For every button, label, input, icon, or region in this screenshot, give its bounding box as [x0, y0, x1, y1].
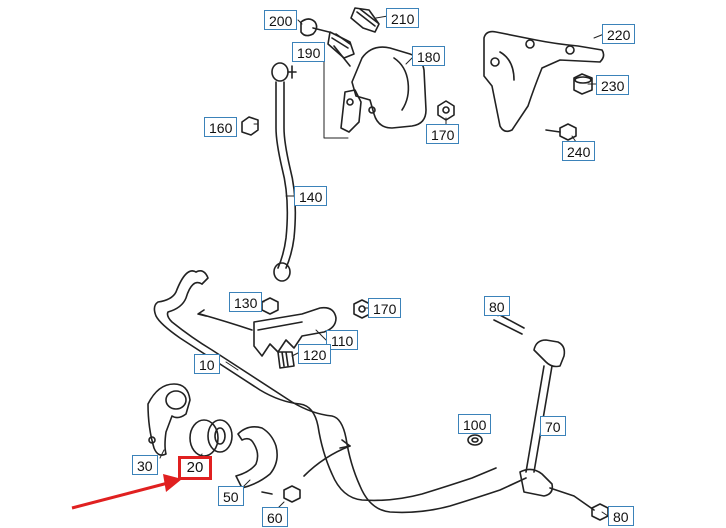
- bushing-120-shape: [277, 351, 295, 369]
- part-label-120[interactable]: 120: [298, 344, 332, 364]
- red-pointer-arrow: [71, 474, 182, 510]
- part-label-20-highlighted[interactable]: 20: [178, 456, 212, 480]
- nut-160-shape: [241, 116, 259, 136]
- part-label-200[interactable]: 200: [264, 10, 298, 30]
- nut-230-shape: [573, 73, 593, 95]
- part-200-shape: [300, 18, 330, 37]
- bolt-60-shape: [261, 485, 301, 503]
- clamp-110-shape: [253, 306, 337, 357]
- nut-170-top-shape: [437, 100, 455, 121]
- arrow-upper-shape: [199, 313, 253, 331]
- part-label-210[interactable]: 210: [386, 8, 420, 28]
- part-label-130[interactable]: 130: [229, 292, 263, 312]
- part-label-100[interactable]: 100: [458, 414, 492, 434]
- part-label-50[interactable]: 50: [218, 486, 244, 506]
- part-label-170-mid[interactable]: 170: [368, 298, 402, 318]
- arrow-lower-shape: [303, 445, 351, 477]
- clamp-50-shape: [235, 426, 278, 489]
- bushing-20-shape: [189, 419, 233, 457]
- part-label-140[interactable]: 140: [294, 186, 328, 206]
- part-label-70[interactable]: 70: [540, 416, 566, 436]
- drop-link-70-shape: [493, 313, 595, 511]
- link-rod-140-shape: [271, 62, 297, 282]
- arrow-lower-head-shape: [339, 439, 351, 449]
- part-210-shape: [350, 7, 380, 33]
- part-label-230[interactable]: 230: [596, 75, 630, 95]
- part-label-180[interactable]: 180: [412, 46, 446, 66]
- stabilizer-bar-10-shape: [153, 270, 527, 514]
- part-label-160[interactable]: 160: [204, 117, 238, 137]
- part-label-240[interactable]: 240: [562, 141, 596, 161]
- part-label-110[interactable]: 110: [326, 330, 359, 350]
- leader-lines: [159, 15, 609, 517]
- part-label-220[interactable]: 220: [602, 24, 636, 44]
- part-label-30[interactable]: 30: [132, 455, 158, 475]
- bracket-180-shape: [333, 45, 427, 133]
- bolt-240-shape: [545, 123, 577, 141]
- part-label-170-top[interactable]: 170: [426, 124, 460, 144]
- part-label-190[interactable]: 190: [292, 42, 326, 62]
- arrow-upper-head-shape: [197, 309, 207, 317]
- part-label-80-bottom[interactable]: 80: [608, 506, 634, 526]
- bolt-80-bottom-shape: [591, 503, 609, 521]
- bracket-220-shape: [483, 30, 605, 133]
- part-190-shape: [327, 31, 355, 59]
- part-label-60[interactable]: 60: [262, 507, 288, 527]
- nut-130-shape: [261, 297, 279, 315]
- washer-100-shape: [467, 434, 483, 446]
- bracket-30-shape: [147, 383, 191, 456]
- part-label-80-top[interactable]: 80: [484, 296, 510, 316]
- part-label-10[interactable]: 10: [194, 354, 220, 374]
